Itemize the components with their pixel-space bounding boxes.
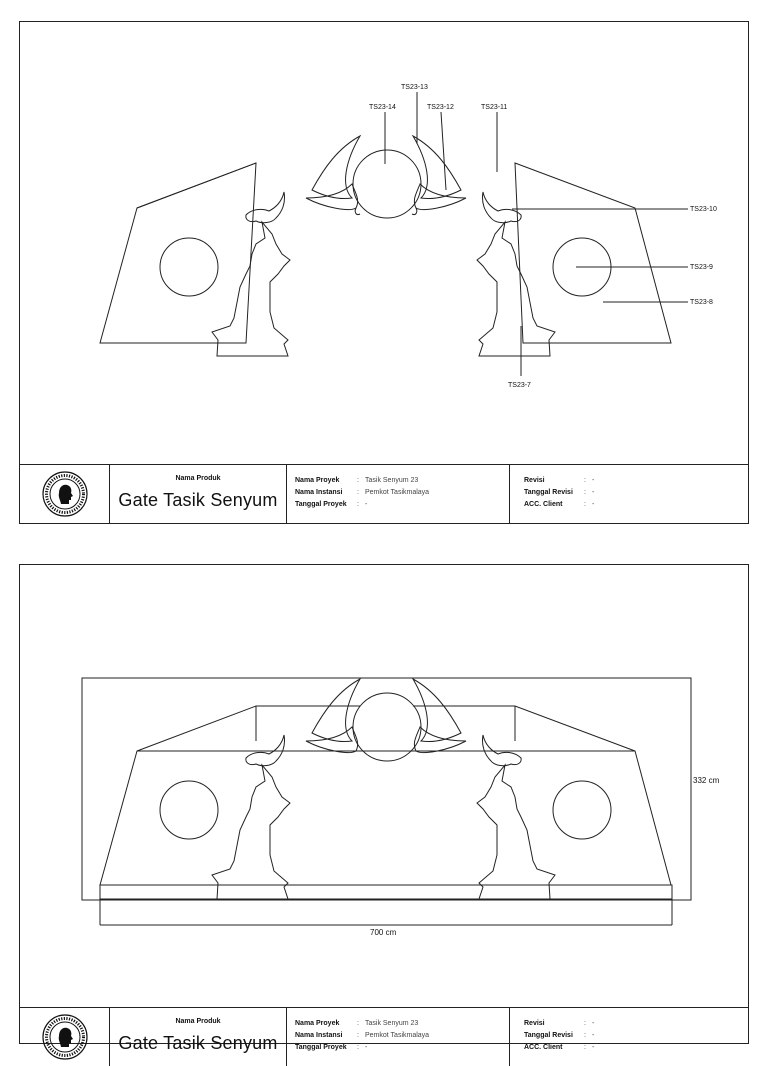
left-side-panel: [99, 162, 257, 344]
callout-ts23-13: TS23-13: [401, 84, 428, 91]
revision-info-cell: Revisi:- Tanggal Revisi:- ACC. Client:-: [510, 1008, 748, 1066]
project-info-cell: Nama Proyek:Tasik Senyum 23 Nama Instans…: [287, 465, 510, 523]
top-beam: [136, 705, 636, 752]
callout-ts23-11: TS23-11: [481, 104, 507, 111]
left-panel-circle: [159, 237, 219, 297]
callout-ts23-8: TS23-8: [690, 299, 713, 306]
product-cell: Nama Produk Gate Tasik Senyum: [110, 1008, 287, 1066]
title-block: Nama Produk Gate Tasik Senyum Nama Proye…: [20, 1007, 748, 1066]
drawing-sheet-1: TS23-13 TS23-14 TS23-12 TS23-11 TS23-10 …: [19, 21, 749, 524]
logo-cell: [20, 1008, 110, 1066]
callout-ts23-7: TS23-7: [508, 382, 531, 389]
right-side-panel: [514, 162, 672, 344]
project-info-cell: Nama Proyek:Tasik Senyum 23 Nama Instans…: [287, 1008, 510, 1066]
drawing-sheet-2: 332 cm 700 cm Nama Produk Gate Tasik Sen…: [19, 564, 749, 1066]
product-cell: Nama Produk Gate Tasik Senyum: [110, 465, 287, 523]
right-figure: [476, 191, 556, 357]
bounding-box: [81, 677, 692, 901]
gate-assembled-drawing: 332 cm 700 cm: [81, 677, 720, 937]
left-figure: [211, 734, 291, 900]
base-strip: [99, 884, 673, 900]
company-seal-logo-icon: [41, 1014, 88, 1060]
revision-row: Tanggal Revisi:-: [524, 1032, 595, 1039]
revision-row: Revisi:-: [524, 1020, 595, 1027]
callout-ts23-10: TS23-10: [690, 206, 717, 213]
gate-exploded-drawing: TS23-13 TS23-14 TS23-12 TS23-11 TS23-10 …: [99, 84, 717, 389]
project-row: Nama Proyek:Tasik Senyum 23: [295, 477, 419, 484]
project-row: Nama Proyek:Tasik Senyum 23: [295, 1020, 419, 1027]
callout-ts23-12: TS23-12: [427, 104, 454, 111]
left-figure: [211, 191, 291, 357]
right-figure: [476, 734, 556, 900]
product-name: Gate Tasik Senyum: [118, 490, 278, 510]
callout-ts23-9: TS23-9: [690, 264, 713, 271]
product-label: Nama Produk: [175, 1018, 221, 1025]
width-dimension-label: 700 cm: [370, 928, 397, 937]
project-row: Nama Instansi:Pemkot Tasikmalaya: [295, 489, 430, 496]
logo-cell: [20, 465, 110, 523]
project-row: Tanggal Proyek:-: [295, 501, 368, 508]
height-dimension-label: 332 cm: [693, 776, 720, 785]
revision-info-cell: Revisi:- Tanggal Revisi:- ACC. Client:-: [510, 465, 748, 523]
revision-row: ACC. Client:-: [524, 1044, 595, 1051]
center-crown-piece: [305, 678, 467, 762]
revision-row: Revisi:-: [524, 477, 595, 484]
callout-ts23-14: TS23-14: [369, 104, 396, 111]
revision-row: Tanggal Revisi:-: [524, 489, 595, 496]
product-label: Nama Produk: [175, 475, 221, 482]
center-crown-piece: [305, 135, 467, 219]
right-panel-circle: [552, 780, 612, 840]
title-block: Nama Produk Gate Tasik Senyum Nama Proye…: [20, 464, 748, 523]
left-panel-circle: [159, 780, 219, 840]
company-seal-logo-icon: [41, 471, 88, 517]
project-row: Tanggal Proyek:-: [295, 1044, 368, 1051]
product-name: Gate Tasik Senyum: [118, 1033, 278, 1053]
revision-row: ACC. Client:-: [524, 501, 595, 508]
project-row: Nama Instansi:Pemkot Tasikmalaya: [295, 1032, 430, 1039]
